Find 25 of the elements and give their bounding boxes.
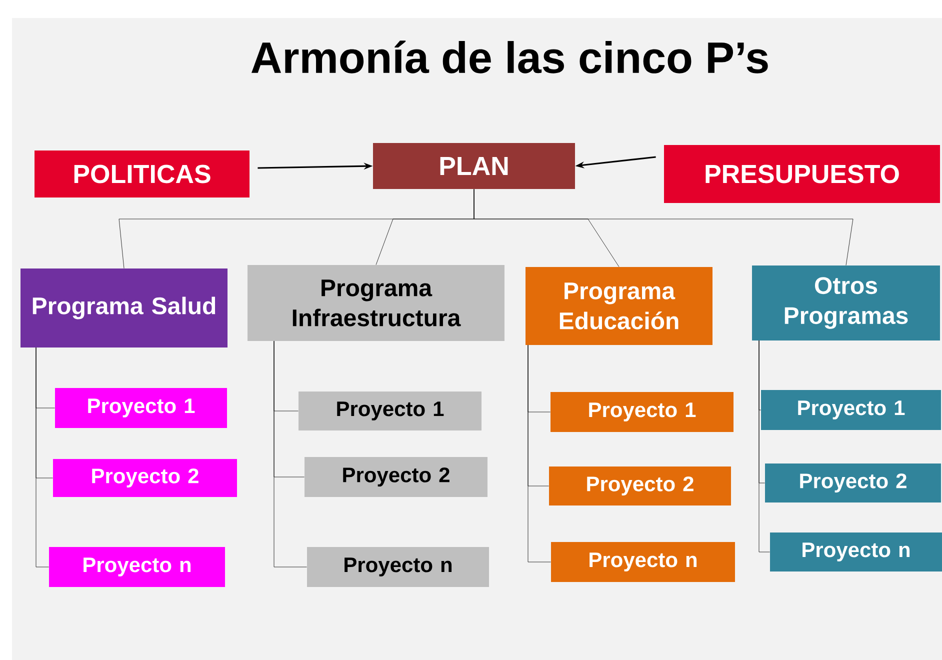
project-box: Proyecto n	[551, 542, 735, 582]
project-box: Proyecto 2	[304, 457, 488, 497]
main-box: PLAN	[373, 143, 575, 189]
project-box: Proyecto 1	[761, 390, 941, 430]
connector	[36, 347, 49, 568]
project-box: Proyecto 2	[53, 459, 237, 497]
project-box: Proyecto 1	[550, 392, 734, 432]
project-box: Proyecto 2	[765, 464, 941, 502]
project-box: Proyecto 1	[298, 392, 482, 430]
connector	[474, 189, 854, 266]
project-box: Proyecto n	[49, 547, 225, 587]
program-box: Programa Salud	[20, 268, 228, 348]
program-box: Programa Infraestructura	[248, 265, 504, 341]
title: Armonía de las cinco P’s	[252, 40, 768, 74]
program-box: Programa Educación	[526, 267, 712, 345]
project-box: Proyecto 2	[549, 466, 731, 506]
connector	[274, 340, 307, 568]
connector	[758, 340, 770, 552]
project-box: Proyecto 1	[55, 388, 227, 428]
main-box: PRESUPUESTO	[664, 145, 940, 203]
connector	[528, 344, 551, 562]
project-box: Proyecto n	[307, 547, 489, 587]
main-box: POLITICAS	[34, 150, 250, 198]
project-box: Proyecto n	[770, 532, 942, 572]
program-box: Otros Programas	[752, 266, 940, 340]
